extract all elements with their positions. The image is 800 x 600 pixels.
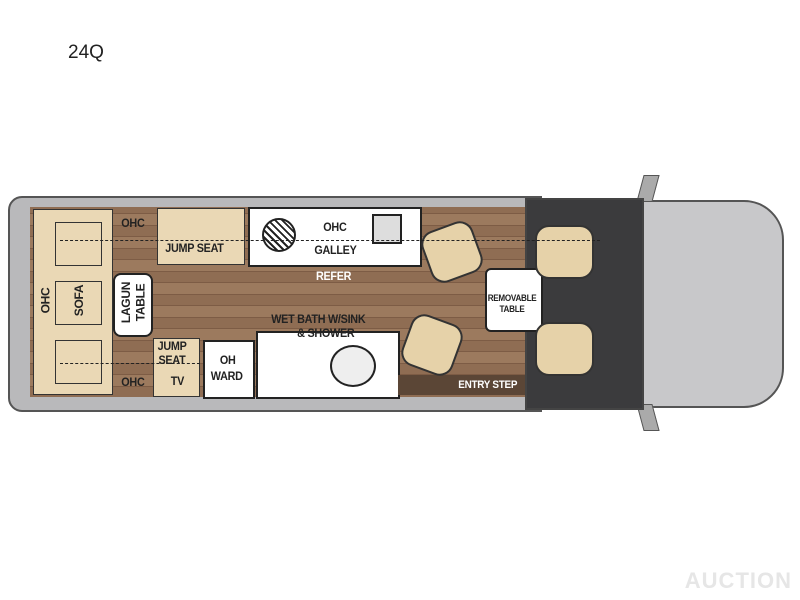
ohc-sofa-label: OHC xyxy=(38,287,53,314)
removable-label: REMOVABLE xyxy=(487,293,537,303)
van-front xyxy=(640,200,784,408)
shower-label: & SHOWER xyxy=(297,326,355,340)
sofa-label: SOFA xyxy=(72,284,87,317)
wet-bath-label: WET BATH W/SINK xyxy=(271,312,366,326)
ohc-label: OHC xyxy=(121,216,145,230)
ohc-galley-label: OHC xyxy=(323,220,347,234)
jump-seat-top[interactable] xyxy=(157,208,245,265)
ohc-bottom-label: OHC xyxy=(121,375,145,389)
ohc-line xyxy=(60,240,600,241)
stove-icon xyxy=(372,214,402,244)
passenger-seat xyxy=(535,322,594,376)
toilet-icon xyxy=(330,345,376,387)
watermark-logo: AUCTION xyxy=(684,568,792,593)
lagun-table[interactable] xyxy=(113,273,153,337)
sofa-cushion xyxy=(55,340,102,384)
driver-seat xyxy=(535,225,594,279)
jump-seat-bottom[interactable] xyxy=(153,338,200,397)
ohc-line xyxy=(60,363,200,364)
lagun-label: LAGUN xyxy=(119,281,134,324)
ward-label: WARD xyxy=(210,369,243,383)
oh-wardrobe xyxy=(203,340,255,399)
jump-label: JUMP xyxy=(157,339,187,353)
tv-label: TV xyxy=(170,374,185,388)
entry-step-label: ENTRY STEP xyxy=(458,379,518,391)
jump-seat-label: JUMP SEAT xyxy=(165,241,224,255)
sofa-cushion xyxy=(55,222,102,266)
model-title: 24Q xyxy=(68,42,104,63)
galley-label: GALLEY xyxy=(314,243,357,257)
wet-bath xyxy=(256,331,400,399)
removable-table[interactable] xyxy=(485,268,543,332)
seat-label: SEAT xyxy=(158,353,186,367)
sofa-cushion xyxy=(55,281,102,325)
entry-step xyxy=(398,375,525,395)
table-label: TABLE xyxy=(133,283,148,322)
refer-label: REFER xyxy=(315,269,352,283)
oh-label: OH xyxy=(219,353,236,367)
sink-icon xyxy=(262,218,296,252)
removable-table-label: TABLE xyxy=(499,304,525,314)
